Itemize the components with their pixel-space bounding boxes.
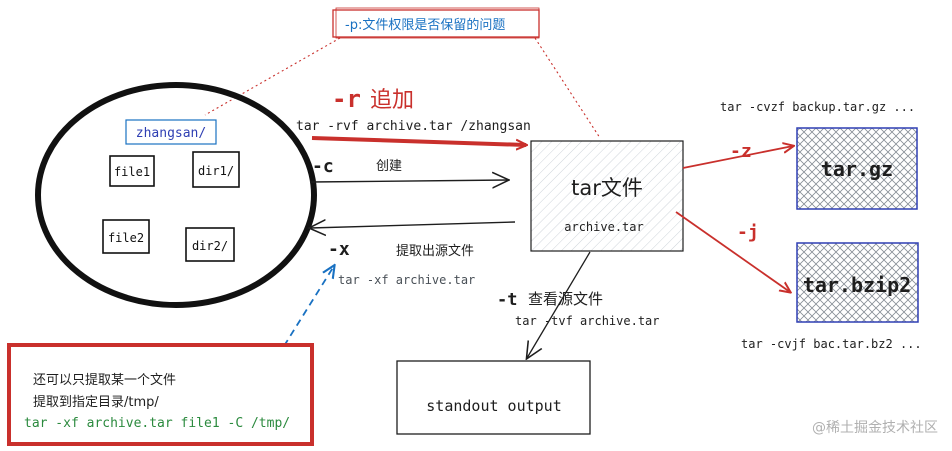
item-dir2-box xyxy=(185,227,235,262)
extract-command: tar -xf archive.tar xyxy=(338,273,475,287)
create-flag: -c xyxy=(312,156,334,177)
tarbzip2-box-rect xyxy=(796,242,919,323)
extract-arrow xyxy=(310,222,516,228)
item-file1: file1 xyxy=(114,165,150,179)
bzip-flag: -j xyxy=(737,222,759,243)
item-file2-box xyxy=(102,219,150,254)
source-folder-label-box xyxy=(125,119,217,145)
extract-note-box: 还可以只提取某一个文件 提取到指定目录/tmp/ tar -xf archive… xyxy=(7,343,314,446)
output-box: standout output xyxy=(396,360,591,435)
list-command: tar -tvf archive.tar xyxy=(515,314,660,328)
tarbzip2-box: tar.bzip2 tar -cvjf bac.tar.bz2 ... xyxy=(741,242,922,351)
extract-note-line2: 提取到指定目录/tmp/ xyxy=(33,394,159,410)
note-p-flag: -p:文件权限是否保留的问题 xyxy=(332,7,540,39)
watermark: @稀土掘金技术社区 xyxy=(812,420,938,436)
note-p-border-sketch xyxy=(335,7,540,39)
item-dir1: dir1/ xyxy=(198,164,234,178)
targz-box: tar -cvzf backup.tar.gz ... tar.gz xyxy=(720,100,918,210)
source-folder-circle xyxy=(35,82,317,308)
extract-flag: -x xyxy=(328,239,350,260)
list-arrow xyxy=(527,251,591,358)
archive-filename: archive.tar xyxy=(564,220,643,234)
targz-command: tar -cvzf backup.tar.gz ... xyxy=(720,100,915,114)
output-label: standout output xyxy=(426,397,561,415)
output-box-rect xyxy=(396,360,591,435)
note-connector-left xyxy=(204,37,341,116)
note-p-text: -p:文件权限是否保留的问题 xyxy=(345,17,505,33)
source-folder-label: zhangsan/ xyxy=(136,126,206,141)
extract-note-command: tar -xf archive.tar file1 -C /tmp/ xyxy=(24,416,290,431)
list-flag: -t xyxy=(497,290,517,310)
item-file2: file2 xyxy=(108,231,144,245)
archive-box-rect xyxy=(530,140,684,252)
append-arrow xyxy=(311,136,526,145)
targz-label: tar.gz xyxy=(821,157,893,181)
item-dir1-box xyxy=(192,151,240,188)
extract-note-box-rect xyxy=(7,343,314,446)
bzip-arrow xyxy=(675,211,790,292)
extract-note-arrow xyxy=(283,266,334,347)
create-arrow xyxy=(309,180,508,182)
append-desc: 追加 xyxy=(370,88,414,113)
append-command: tar -rvf archive.tar /zhangsan xyxy=(296,119,531,134)
item-file1-box xyxy=(109,155,155,187)
note-connector-right xyxy=(534,37,601,139)
gzip-flag: -z xyxy=(730,141,752,162)
gzip-arrow xyxy=(682,146,793,169)
item-dir2: dir2/ xyxy=(192,239,228,253)
archive-box: tar文件 archive.tar xyxy=(530,140,684,252)
tarbzip2-command: tar -cvjf bac.tar.bz2 ... xyxy=(741,337,922,351)
list-desc: 查看源文件 xyxy=(528,290,603,308)
targz-box-rect xyxy=(796,127,918,210)
tarbzip2-label: tar.bzip2 xyxy=(803,273,911,297)
create-desc: 创建 xyxy=(376,159,402,174)
archive-title: tar文件 xyxy=(571,176,643,200)
extract-note-line1: 还可以只提取某一个文件 xyxy=(33,372,176,388)
source-folder: zhangsan/ file1 dir1/ file2 dir2/ xyxy=(35,82,317,308)
extract-desc: 提取出源文件 xyxy=(396,243,474,259)
append-flag: -r xyxy=(332,85,361,113)
